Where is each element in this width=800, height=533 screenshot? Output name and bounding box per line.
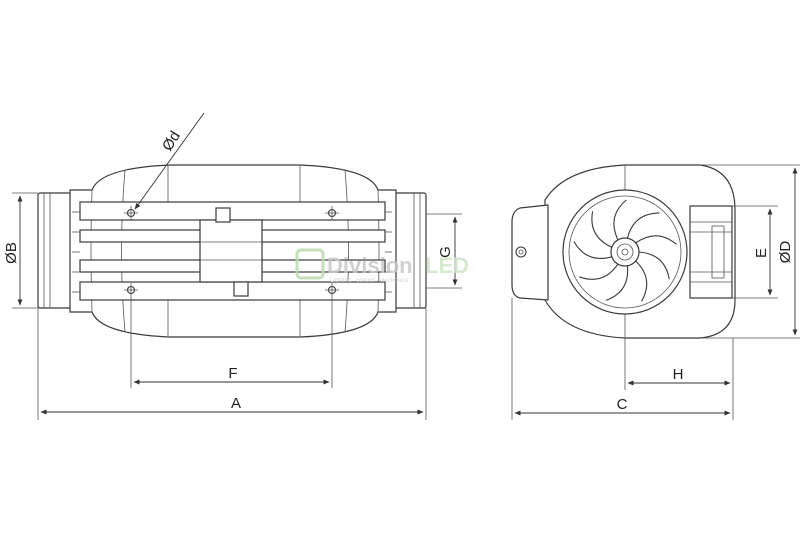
upper-band: [79, 201, 386, 221]
cable-gland-icon: [515, 246, 527, 258]
front-spigot: [689, 205, 733, 299]
impeller-blade: [605, 265, 629, 301]
impeller-blade: [579, 263, 619, 280]
watermark-brand-part1: Division: [327, 253, 413, 278]
terminal-box: [511, 204, 549, 301]
impeller-blade: [613, 199, 627, 241]
dim-a-label: A: [231, 395, 241, 412]
right-spigot: [391, 192, 427, 309]
top-clip: [215, 207, 231, 223]
dim-g-label: G: [437, 246, 454, 258]
dim-d-label: ØD: [777, 241, 794, 264]
spigot-ticks: [72, 211, 392, 293]
watermark-logo-icon: [295, 248, 325, 280]
impeller-blade: [635, 235, 677, 245]
bottom-clip: [233, 281, 249, 297]
watermark-brand-part2: LED: [425, 253, 469, 278]
left-spigot: [37, 192, 73, 309]
dim-e-label: E: [753, 248, 770, 258]
dim-c-label: C: [617, 396, 628, 413]
impeller-blade: [638, 251, 670, 280]
hole-diameter-leader: [134, 112, 205, 210]
side-view: Ød ØB G F A: [3, 112, 462, 420]
impeller-blade: [591, 211, 613, 248]
impeller-blade: [626, 212, 660, 239]
impeller-blades: [573, 199, 677, 302]
impeller-blade: [635, 260, 648, 302]
dim-f-label: F: [228, 365, 237, 382]
mounting-holes: [124, 206, 339, 297]
hole-diameter-label: Ød: [159, 128, 184, 154]
watermark: Division LED Lighting · control · electr…: [295, 248, 469, 284]
watermark-tagline: Lighting · control · electronics: [330, 278, 408, 284]
impeller-blade: [573, 241, 612, 260]
dim-h-label: H: [673, 366, 684, 383]
impeller-hub: [610, 237, 640, 267]
lower-band: [79, 281, 386, 301]
motor-tab: [199, 219, 263, 283]
dim-b-label: ØB: [3, 242, 20, 264]
front-view: ØD E H C: [511, 164, 800, 420]
